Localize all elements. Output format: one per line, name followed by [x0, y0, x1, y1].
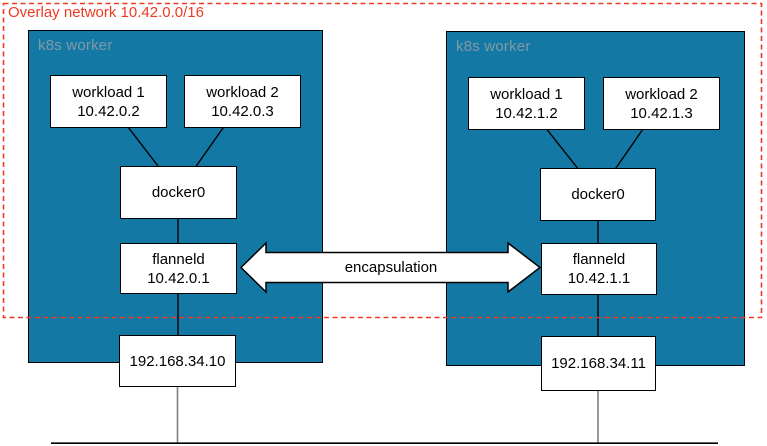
bridge-name: docker0: [571, 186, 625, 203]
workload-ip: 10.42.0.2: [77, 102, 140, 120]
workload-name: workload 1: [72, 83, 145, 101]
bridge-name: docker0: [151, 184, 206, 201]
flannel-name: flanneld: [152, 250, 205, 268]
workload-1-box-right: workload 1 10.42.1.2: [468, 77, 585, 130]
workload-name: workload 1: [490, 85, 563, 103]
docker0-box-left: docker0: [120, 166, 237, 219]
workload-ip: 10.42.1.2: [495, 104, 558, 122]
docker0-box-right: docker0: [540, 168, 656, 221]
k8s-worker-label-right: k8s worker: [456, 38, 531, 55]
workload-2-box-right: workload 2 10.42.1.3: [603, 77, 720, 130]
flanneld-box-right: flanneld 10.42.1.1: [541, 243, 657, 295]
host-ip-box-left: 192.168.34.10: [119, 335, 236, 387]
flannel-ip: 10.42.1.1: [567, 270, 631, 287]
workload-name: workload 2: [625, 85, 698, 103]
workload-1-box-left: workload 1 10.42.0.2: [50, 75, 167, 128]
workload-2-box-left: workload 2 10.42.0.3: [184, 75, 301, 128]
host-ip: 192.168.34.10: [129, 352, 226, 370]
k8s-worker-label-left: k8s worker: [38, 37, 113, 54]
workload-ip: 10.42.0.3: [211, 102, 274, 120]
overlay-network-label: Overlay network 10.42.0.0/16: [8, 4, 204, 21]
encapsulation-label: encapsulation: [344, 259, 438, 276]
host-ip: 192.168.34.11: [551, 355, 646, 372]
workload-name: workload 2: [206, 83, 279, 101]
host-ip-box-right: 192.168.34.11: [541, 336, 656, 391]
flannel-name: flanneld: [572, 251, 626, 268]
workload-ip: 10.42.1.3: [630, 104, 693, 122]
flanneld-box-left: flanneld 10.42.0.1: [120, 243, 237, 294]
flannel-ip: 10.42.0.1: [147, 269, 210, 287]
